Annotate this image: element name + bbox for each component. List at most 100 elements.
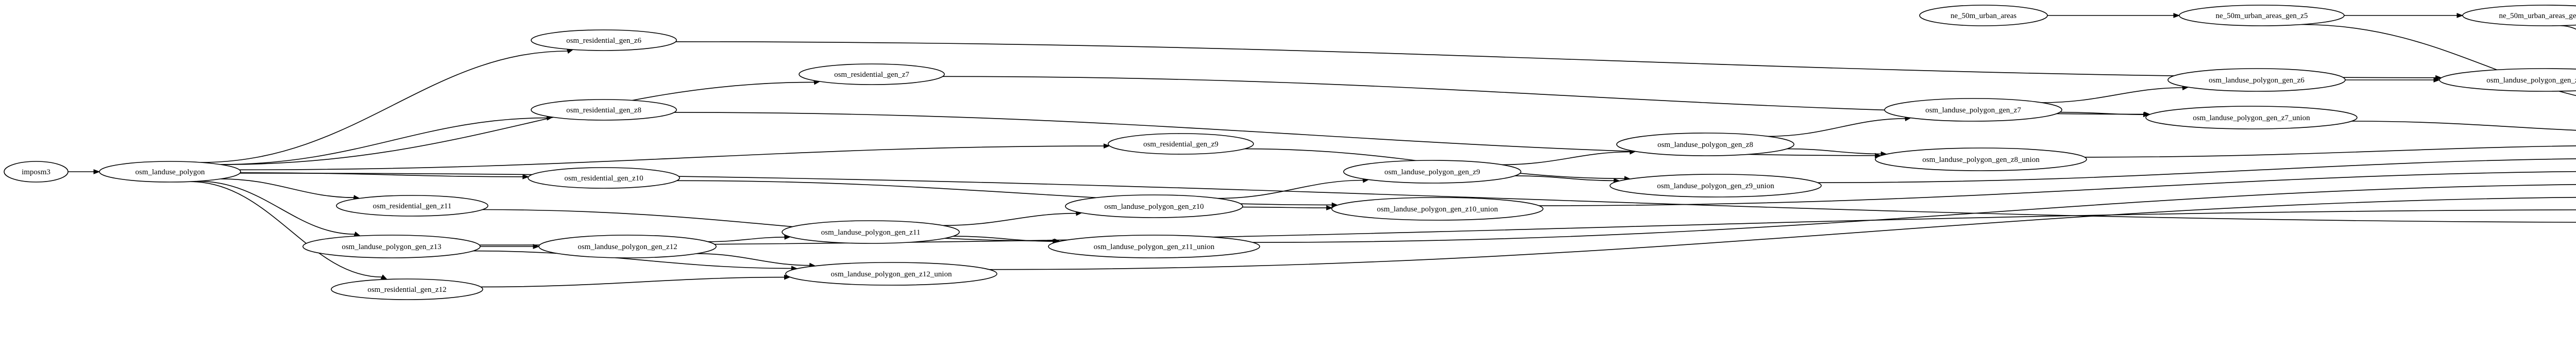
- graph-node-osm_landuse_polygon_gen_z9_union[interactable]: osm_landuse_polygon_gen_z9_union: [1609, 174, 1822, 198]
- graph-edge: [481, 276, 785, 288]
- graph-edge: [239, 145, 1105, 171]
- graph-node-osm_landuse_polygon_gen_z9[interactable]: osm_landuse_polygon_gen_z9: [1343, 160, 1521, 184]
- graph-node-osm_residential_gen_z8[interactable]: osm_residential_gen_z8: [531, 99, 677, 121]
- graph-edge: [1787, 148, 1882, 155]
- node-label: osm_residential_gen_z10: [564, 174, 643, 183]
- node-ellipse: [799, 63, 945, 85]
- graph-node-imposm3[interactable]: imposm3: [4, 161, 69, 183]
- graph-edge: [707, 237, 786, 242]
- graph-node-osm_residential_gen_z9[interactable]: osm_residential_gen_z9: [1108, 133, 1254, 155]
- node-label: osm_landuse_polygon_gen_z6_union: [2486, 76, 2576, 85]
- node-label: osm_residential_gen_z8: [566, 106, 641, 114]
- node-label: osm_residential_gen_z6: [566, 37, 641, 45]
- graph-edge: [1502, 151, 1631, 166]
- edge-arrowhead: [2173, 13, 2180, 18]
- node-label: osm_landuse_polygon_gen_z12: [578, 243, 677, 251]
- node-ellipse: [538, 235, 717, 258]
- graph-node-osm_landuse_polygon_gen_z11_union[interactable]: osm_landuse_polygon_gen_z11_union: [1048, 235, 1260, 258]
- node-ellipse: [1048, 235, 1260, 258]
- graph-edge: [1538, 171, 2576, 206]
- graph-node-osm_residential_gen_z10[interactable]: osm_residential_gen_z10: [528, 167, 680, 189]
- node-label: ne_50m_urban_areas: [1951, 12, 2016, 20]
- node-label: osm_landuse_polygon_gen_z9: [1384, 168, 1480, 176]
- node-ellipse: [302, 235, 481, 258]
- node-ellipse: [2439, 68, 2576, 92]
- graph-node-osm_residential_gen_z12[interactable]: osm_residential_gen_z12: [331, 278, 483, 300]
- graph-node-osm_landuse_polygon_gen_z7_union[interactable]: osm_landuse_polygon_gen_z7_union: [2145, 106, 2358, 129]
- node-ellipse: [1884, 98, 2062, 122]
- node-ellipse: [99, 161, 241, 183]
- node-label: osm_residential_gen_z9: [1143, 140, 1218, 149]
- graph-node-ne_50m_urban_areas[interactable]: ne_50m_urban_areas: [1919, 5, 2048, 26]
- node-label: osm_landuse_polygon_gen_z8: [1657, 141, 1753, 149]
- node-ellipse: [531, 99, 677, 121]
- graph-edge: [2060, 111, 2144, 115]
- node-ellipse: [4, 161, 69, 183]
- edge-arrowhead: [2143, 112, 2150, 118]
- node-ellipse: [1616, 133, 1794, 156]
- graph-edge: [221, 81, 815, 165]
- node-label: osm_landuse_polygon_gen_z6: [2209, 76, 2304, 85]
- graph-edge: [2351, 121, 2576, 131]
- graph-edge: [1515, 175, 1615, 182]
- graph-node-osm_landuse_polygon_gen_z10[interactable]: osm_landuse_polygon_gen_z10: [1065, 194, 1243, 218]
- graph-node-osm_landuse_polygon_gen_z6_union[interactable]: osm_landuse_polygon_gen_z6_union: [2439, 68, 2576, 92]
- node-label: osm_landuse_polygon_gen_z9_union: [1657, 182, 1774, 190]
- node-ellipse: [1609, 174, 1822, 198]
- graph-node-osm_residential_gen_z11[interactable]: osm_residential_gen_z11: [336, 195, 488, 217]
- edge-arrowhead: [380, 274, 388, 280]
- graph-node-osm_residential_gen_z6[interactable]: osm_residential_gen_z6: [531, 29, 677, 51]
- node-label: osm_landuse_polygon_gen_z13: [342, 243, 441, 251]
- graph-node-osm_landuse_polygon[interactable]: osm_landuse_polygon: [99, 161, 241, 183]
- node-label: ne_50m_urban_areas_gen_z4: [2499, 12, 2576, 20]
- graph-edge: [2084, 145, 2576, 158]
- graph-edge: [943, 212, 1077, 226]
- node-label: osm_landuse_polygon_gen_z11_union: [1094, 243, 1215, 251]
- node-ellipse: [1065, 194, 1243, 218]
- node-label: osm_landuse_polygon: [135, 168, 205, 176]
- graph-edge: [675, 41, 2436, 78]
- graph-edge: [190, 181, 383, 278]
- edge-arrowhead: [2433, 77, 2441, 83]
- graph-node-osm_landuse_polygon_gen_z12[interactable]: osm_landuse_polygon_gen_z12: [538, 235, 717, 258]
- graph-edge: [1817, 158, 2576, 183]
- graph-node-osm_landuse_polygon_gen_z11[interactable]: osm_landuse_polygon_gen_z11: [782, 220, 960, 244]
- node-ellipse: [782, 220, 960, 244]
- graph-edge: [240, 173, 2576, 223]
- node-ellipse: [2462, 5, 2576, 26]
- node-label: osm_landuse_polygon_gen_z10: [1104, 203, 1204, 211]
- node-label: osm_residential_gen_z12: [367, 286, 446, 294]
- graph-edge: [1768, 118, 1906, 137]
- graph-node-osm_landuse_polygon_gen_z13[interactable]: osm_landuse_polygon_gen_z13: [302, 235, 481, 258]
- graph-node-osm_landuse_polygon_gen_z6[interactable]: osm_landuse_polygon_gen_z6: [2167, 68, 2346, 92]
- node-ellipse: [331, 278, 483, 300]
- node-ellipse: [336, 195, 488, 217]
- graph-edge: [2560, 25, 2576, 30]
- graph-edge: [1217, 179, 1364, 199]
- node-ellipse: [1108, 133, 1254, 155]
- node-label: osm_residential_gen_z7: [834, 71, 909, 79]
- graph-node-ne_50m_urban_areas_gen_z4[interactable]: ne_50m_urban_areas_gen_z4: [2462, 5, 2576, 26]
- node-ellipse: [785, 262, 997, 286]
- graph-edge: [221, 178, 354, 198]
- node-ellipse: [2145, 106, 2358, 129]
- graph-node-ne_50m_urban_areas_gen_z5[interactable]: ne_50m_urban_areas_gen_z5: [2179, 5, 2345, 26]
- node-label: ne_50m_urban_areas_gen_z5: [2215, 12, 2308, 20]
- edge-arrowhead: [2456, 13, 2464, 18]
- node-label: osm_landuse_polygon_gen_z11: [821, 228, 921, 237]
- graph-node-osm_landuse_polygon_gen_z12_union[interactable]: osm_landuse_polygon_gen_z12_union: [785, 262, 997, 286]
- graph-node-osm_landuse_polygon_gen_z10_union[interactable]: osm_landuse_polygon_gen_z10_union: [1331, 197, 1544, 221]
- graph-node-osm_landuse_polygon_gen_z8_union[interactable]: osm_landuse_polygon_gen_z8_union: [1875, 147, 2087, 171]
- graph-edge: [1242, 206, 1327, 208]
- node-ellipse: [2167, 68, 2346, 92]
- node-ellipse: [2179, 5, 2345, 26]
- graph-edge: [696, 253, 810, 266]
- graph-node-osm_landuse_polygon_gen_z8[interactable]: osm_landuse_polygon_gen_z8: [1616, 133, 1794, 156]
- graph-node-osm_landuse_polygon_gen_z7[interactable]: osm_landuse_polygon_gen_z7: [1884, 98, 2062, 122]
- node-label: osm_landuse_polygon_gen_z10_union: [1377, 205, 1498, 213]
- graph-node-osm_residential_gen_z7[interactable]: osm_residential_gen_z7: [799, 63, 945, 85]
- node-layer: imposm3 osm_landuse_polygon osm_residentia…: [4, 5, 2576, 300]
- graph-edge: [2041, 87, 2183, 103]
